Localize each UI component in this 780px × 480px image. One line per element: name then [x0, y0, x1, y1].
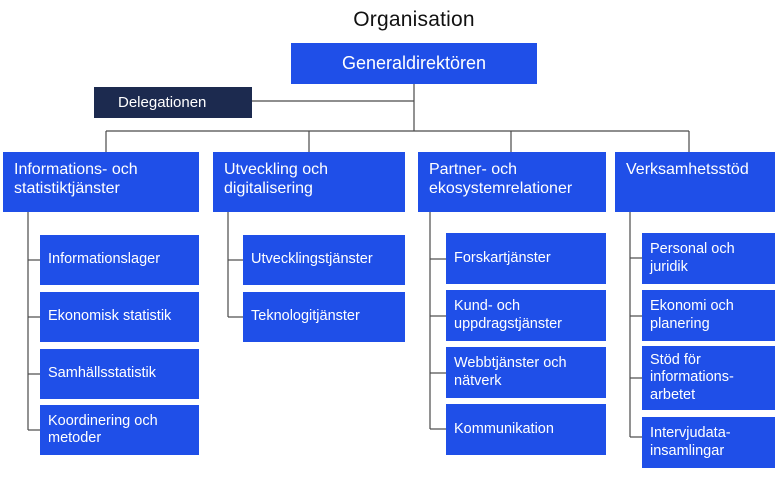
- dept-verksamhetsstod[interactable]: Verksamhetsstöd: [615, 152, 775, 212]
- unit-samhallsstatistik[interactable]: Samhällsstatistik: [40, 349, 199, 399]
- unit-ekonomisk-statistik[interactable]: Ekonomisk statistik: [40, 292, 199, 342]
- dept-utveckling-och-digitalisering[interactable]: Utveckling och digitalisering: [213, 152, 405, 212]
- unit-personal-och-juridik[interactable]: Personal och juridik: [642, 233, 775, 284]
- unit-forskartjanster[interactable]: Forskartjänster: [446, 233, 606, 284]
- unit-kommunikation[interactable]: Kommunikation: [446, 404, 606, 455]
- box-delegationen[interactable]: Delegationen: [94, 87, 252, 118]
- unit-stod-for-informationsarbetet[interactable]: Stöd för informations-arbetet: [642, 346, 775, 410]
- unit-webbtjanster-och-natverk[interactable]: Webbtjänster och nätverk: [446, 347, 606, 398]
- unit-ekonomi-och-planering[interactable]: Ekonomi och planering: [642, 290, 775, 341]
- dept-informations-och-statistiktjanster[interactable]: Informations- och statistiktjänster: [3, 152, 199, 212]
- box-generaldirektoren[interactable]: Generaldirektören: [291, 43, 537, 84]
- unit-informationslager[interactable]: Informationslager: [40, 235, 199, 285]
- unit-koordinering-och-metoder[interactable]: Koordinering och metoder: [40, 405, 199, 455]
- unit-kund-och-uppdragstjanster[interactable]: Kund- och uppdragstjänster: [446, 290, 606, 341]
- diagram-title: Organisation: [353, 8, 475, 31]
- unit-intervjudatainsamlingar[interactable]: Intervjudata-insamlingar: [642, 417, 775, 468]
- unit-utvecklingstjanster[interactable]: Utvecklingstjänster: [243, 235, 405, 285]
- unit-teknologitjanster[interactable]: Teknologitjänster: [243, 292, 405, 342]
- dept-partner-och-ekosystemrelationer[interactable]: Partner- och ekosystemrelationer: [418, 152, 606, 212]
